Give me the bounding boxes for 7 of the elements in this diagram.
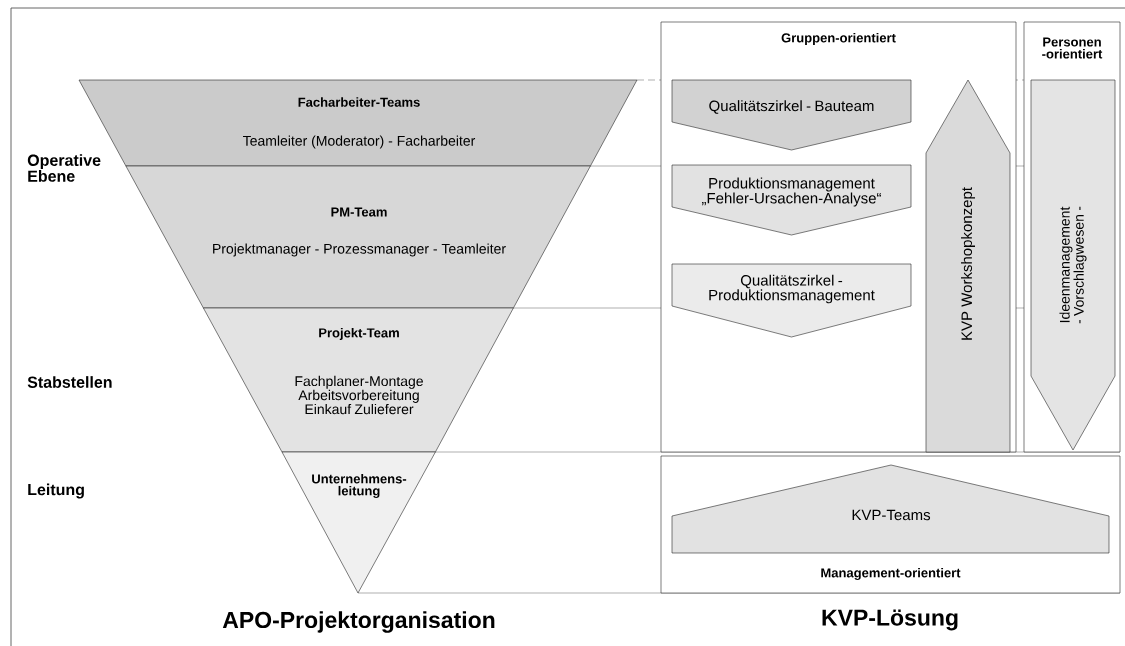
pyramid-band: PM-Team Projektmanager - Prozessmanager - Teamleiter (125, 165, 591, 309)
level-label: Operative Ebene (27, 154, 101, 182)
pyramid-tip: Unternehmens-leitung (281, 451, 436, 594)
level-label: Leitung (28, 483, 84, 499)
section-title: KVP-Lösung (822, 609, 958, 631)
level-label: Stabstellen (27, 376, 112, 388)
pyramid-band: Projekt-Team Fachplaner-Montage Arbeitsvorbereitung Einkauf Zulieferer (203, 307, 514, 453)
